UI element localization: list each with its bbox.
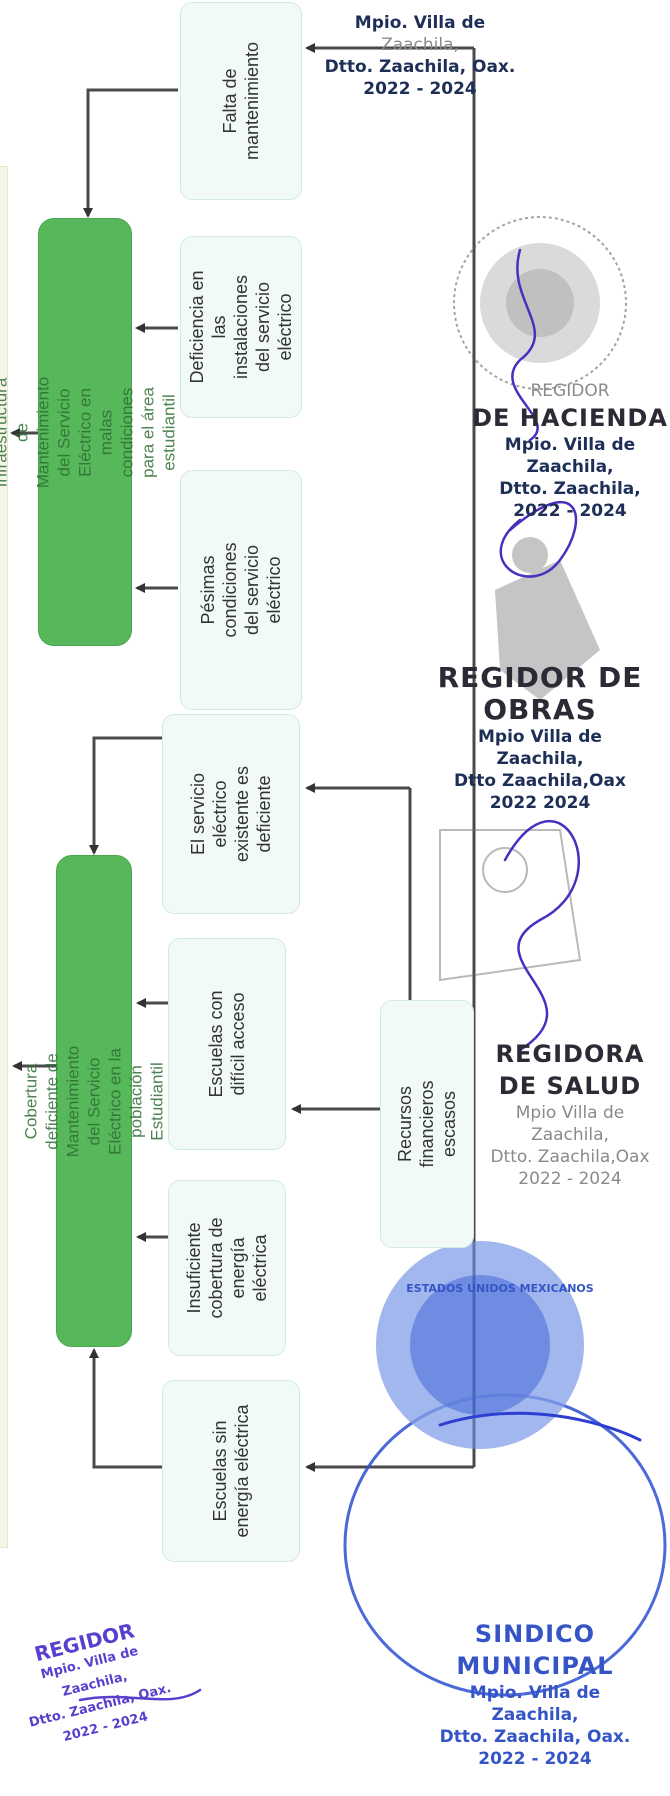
effect-infraestructura: Infraestructura de Mantenimiento del Ser… — [0, 218, 179, 646]
stamp-seal-hacienda — [453, 216, 627, 390]
cause-dificil-acceso: Escuelas con difícil acceso — [168, 938, 286, 1150]
stamp-worker-obras — [495, 537, 600, 700]
background-panel — [0, 166, 8, 1548]
cause-pesimas-condiciones: Pésimas condiciones del servicio eléctri… — [180, 470, 302, 710]
stamp-regidor-hacienda: REGIDOR DE HACIENDA Mpio. Villa de Zaach… — [472, 381, 668, 521]
effect-cobertura: Cobertura deficiente de Mantenimiento de… — [22, 855, 167, 1347]
cause-recursos-escasos: Recursos financieros escasos — [380, 1000, 474, 1248]
stamp-sindico-ring: ESTADOS UNIDOS MEXICANOS — [406, 1282, 594, 1295]
cause-sin-energia: Escuelas sin energía eléctrica — [162, 1380, 300, 1562]
stamp-sindico-municipal: SINDICO MUNICIPAL Mpio. Villa de Zaachil… — [439, 1620, 631, 1769]
stamp-regidora-salud: REGIDORA DE SALUD Mpio Villa de Zaachila… — [490, 1040, 650, 1189]
cause-deficiencia-instalaciones: Deficiencia en las instalaciones del ser… — [180, 236, 302, 418]
stamp-figure-salud — [439, 829, 582, 982]
cause-servicio-deficiente: El servicio eléctrico existente es defic… — [162, 714, 300, 914]
stamp-seal-sindico — [343, 1241, 667, 1697]
cause-falta-mantenimiento: Falta de mantenimiento — [180, 2, 302, 200]
signature-scribbles — [78, 248, 642, 1702]
stamp-top: Mpio. Villa de Zaachila, Dtto. Zaachila,… — [324, 13, 516, 99]
cause-insuficiente-cobertura: Insuficiente cobertura de energía eléctr… — [168, 1180, 286, 1356]
stamp-regidor-obras: REGIDOR DE OBRAS Mpio Villa de Zaachila,… — [437, 661, 643, 814]
